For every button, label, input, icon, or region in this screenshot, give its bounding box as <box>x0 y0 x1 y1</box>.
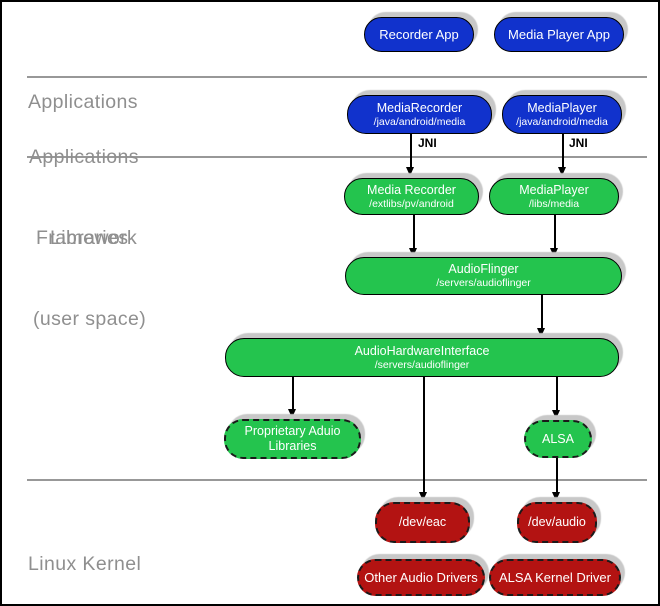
arrow-jni-right-line <box>562 133 564 169</box>
node-title: Media Recorder <box>367 182 456 197</box>
divider-libraries-kernel <box>27 479 647 481</box>
layer-label-text: Applications <box>29 146 139 168</box>
node-alsa: ALSA <box>524 420 592 458</box>
arrow-audioflinger-to-ahi-line <box>541 295 543 330</box>
layer-label-libraries: Libraries (user space) <box>33 171 146 387</box>
node-proprietary-audio-libraries: Proprietary Aduio Libraries <box>224 419 361 459</box>
layer-label-text: Framework <box>36 227 138 249</box>
arrow-alsa-to-dev-audio-head-icon <box>552 492 560 501</box>
node-title: MediaRecorder <box>376 100 463 115</box>
node-path: /libs/media <box>528 197 580 210</box>
node-title: /dev/audio <box>528 515 586 529</box>
arrow-mediarecorder-to-audioflinger-line <box>413 215 415 250</box>
node-title: /dev/eac <box>398 515 447 529</box>
node-path: /servers/audioflinger <box>436 277 531 289</box>
node-recorder-app: Recorder App <box>364 17 474 52</box>
jni-label-left: JNI <box>418 136 437 150</box>
node-path: /extlibs/pv/android <box>369 197 454 210</box>
node-title: MediaPlayer <box>519 182 589 197</box>
node-path: /servers/audioflinger <box>374 358 470 371</box>
jni-label-right: JNI <box>569 136 588 150</box>
node-title: AudioHardwareInterface <box>354 343 490 358</box>
node-alsa-kernel-driver: ALSA Kernel Driver <box>489 559 621 596</box>
arrow-alsa-to-dev-audio-line <box>556 458 558 494</box>
arrow-ahi-to-dev-eac-head-icon <box>419 492 427 501</box>
arrow-ahi-to-alsa-head-icon <box>552 410 560 419</box>
node-title: Proprietary Aduio <box>244 424 341 438</box>
node-audioflinger: AudioFlinger /servers/audioflinger <box>345 257 622 295</box>
arrow-jni-left-line <box>410 133 412 169</box>
layer-label-text: Libraries <box>50 227 129 249</box>
layer-label-framework: Applications Framework <box>29 90 139 306</box>
divider-applications-framework <box>27 76 647 78</box>
arrow-jni-right-head-icon <box>558 167 566 176</box>
node-title: ALSA <box>542 431 574 446</box>
arrow-ahi-to-proprietary-line <box>292 377 294 411</box>
node-media-player-app: Media Player App <box>494 17 624 52</box>
arrow-ahi-to-alsa-line <box>556 377 558 412</box>
node-mediarecorder-framework: MediaRecorder /java/android/media <box>347 95 492 134</box>
arrow-ahi-to-dev-eac-line <box>423 377 425 494</box>
node-dev-eac: /dev/eac <box>375 502 470 543</box>
node-media-recorder-lib: Media Recorder /extlibs/pv/android <box>344 178 479 215</box>
layer-label-applications: Applications <box>28 35 138 170</box>
node-audiohardwareinterface: AudioHardwareInterface /servers/audiofli… <box>225 338 619 377</box>
arrow-jni-left-head-icon <box>406 167 414 176</box>
node-mediaplayer-lib: MediaPlayer /libs/media <box>489 178 619 215</box>
layer-label-text: Linux Kernel <box>28 553 142 575</box>
arrow-mediaplayer-to-audioflinger-line <box>554 215 556 250</box>
node-title: MediaPlayer <box>527 100 597 115</box>
node-title: AudioFlinger <box>448 262 519 276</box>
arrow-mediarecorder-to-audioflinger-head-icon <box>409 248 417 257</box>
node-title: ALSA Kernel Driver <box>499 570 611 585</box>
arrow-ahi-to-proprietary-head-icon <box>288 409 296 418</box>
node-mediaplayer-framework: MediaPlayer /java/android/media <box>502 95 622 134</box>
arrow-audioflinger-to-ahi-head-icon <box>537 328 545 337</box>
node-path: /java/android/media <box>516 115 608 128</box>
node-title: Media Player App <box>508 27 610 42</box>
node-dev-audio: /dev/audio <box>517 502 597 543</box>
arrow-mediaplayer-to-audioflinger-head-icon <box>550 248 558 257</box>
divider-framework-libraries <box>27 156 647 158</box>
layer-label-text: Applications <box>28 91 138 113</box>
node-title: Other Audio Drivers <box>364 570 478 585</box>
node-title: Libraries <box>268 439 317 453</box>
layer-label-kernel: Linux Kernel <box>28 497 142 604</box>
layer-label-text: (user space) <box>33 308 147 330</box>
node-path: /java/android/media <box>373 115 466 128</box>
node-title: Recorder App <box>379 27 459 42</box>
node-other-audio-drivers: Other Audio Drivers <box>357 559 485 596</box>
